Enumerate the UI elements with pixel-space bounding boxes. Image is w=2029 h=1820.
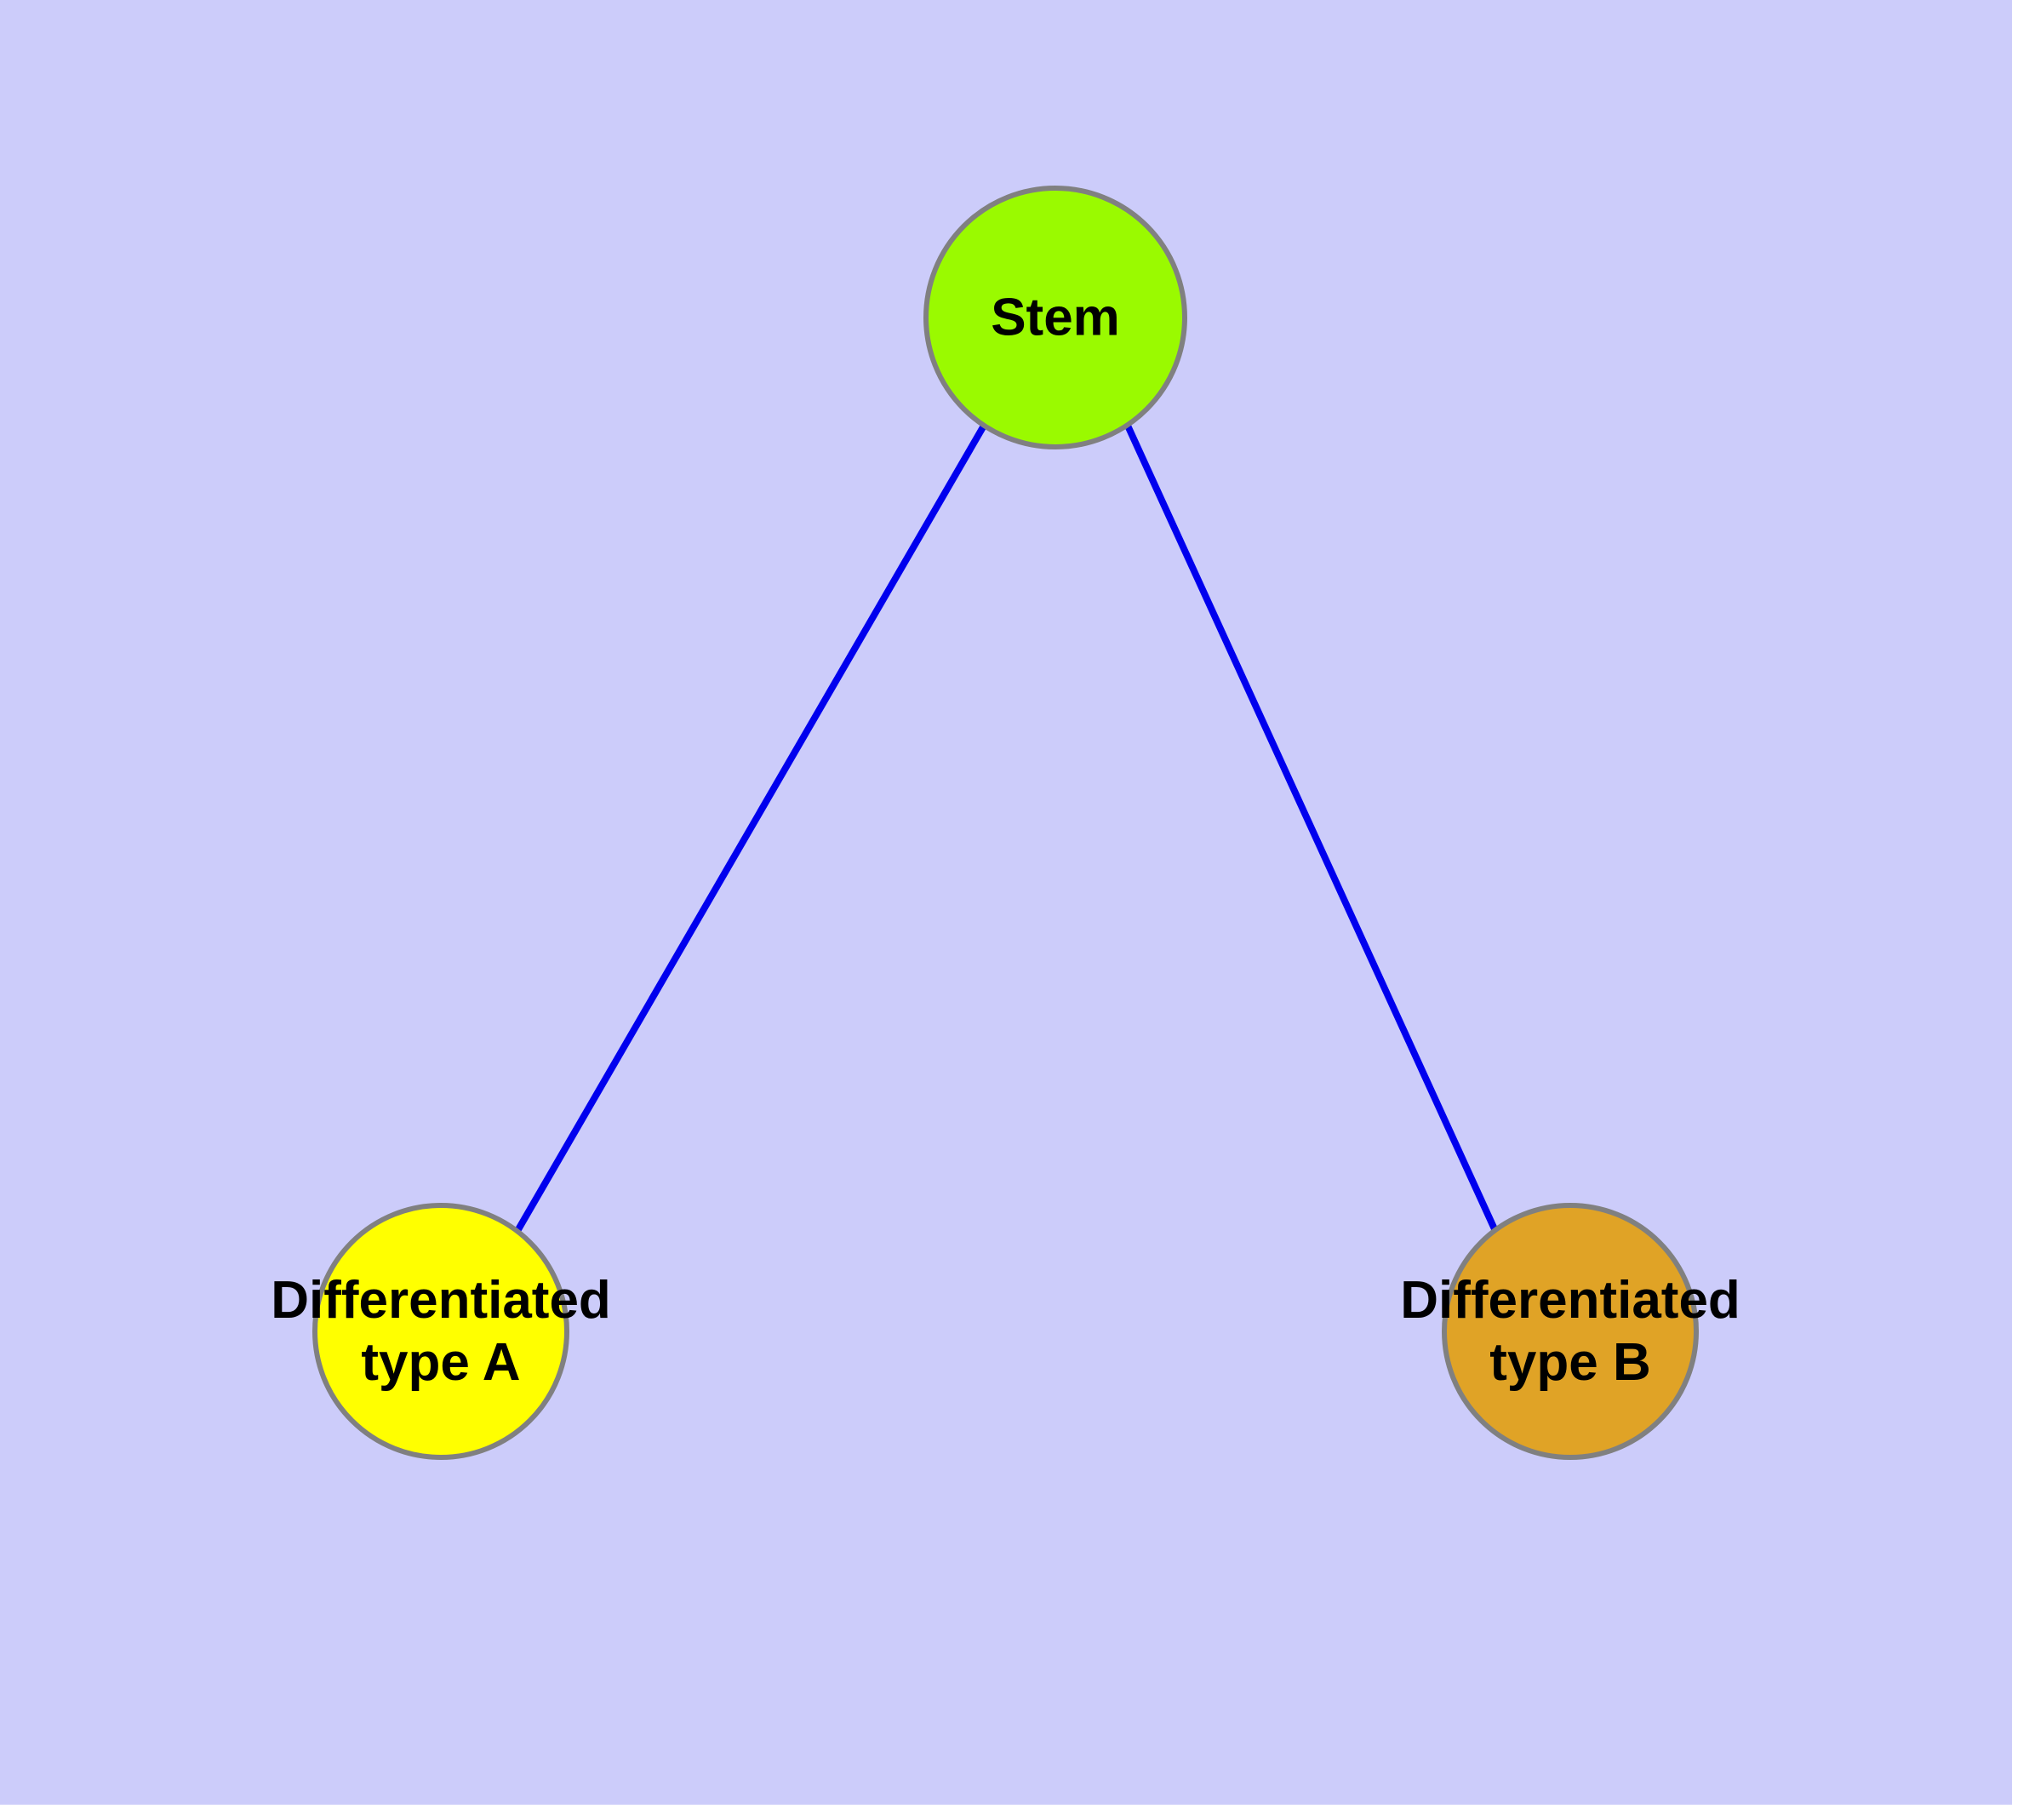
node-circle-stem[interactable] xyxy=(923,186,1187,449)
node-layer xyxy=(312,186,1699,1460)
edge-layer xyxy=(514,423,1499,1233)
edge-stem-to-differentiated-type-b[interactable] xyxy=(1124,424,1499,1233)
edge-stem-to-differentiated-type-a[interactable] xyxy=(514,423,987,1233)
node-circle-differentiated-type-a[interactable] xyxy=(312,1203,569,1460)
node-circle-differentiated-type-b[interactable] xyxy=(1442,1203,1699,1460)
